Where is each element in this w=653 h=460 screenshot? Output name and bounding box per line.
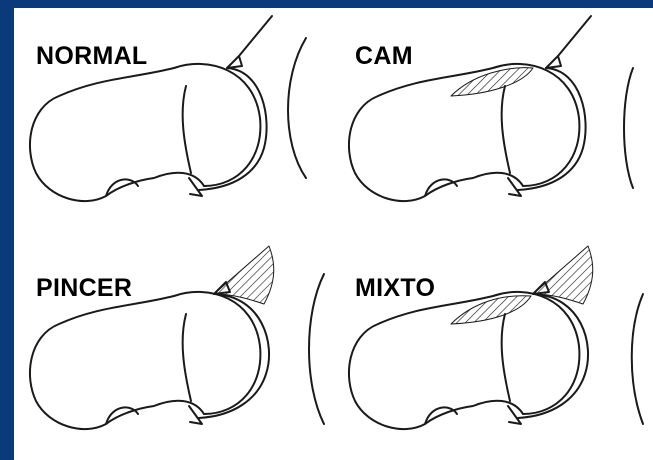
labrum-superior: [227, 56, 242, 68]
figure-canvas: NORMAL CAM: [14, 8, 653, 460]
acetabulum-rim: [518, 68, 586, 190]
acetabulum-rim: [518, 294, 588, 418]
hip-joint-mixto-drawing: [333, 234, 653, 460]
panel-pincer: PINCER: [14, 234, 334, 460]
hip-joint-pincer-drawing: [14, 234, 334, 460]
acetabulum-rim: [199, 68, 267, 190]
pelvis-curve: [288, 38, 306, 178]
physis-line: [502, 314, 510, 401]
femoral-head: [174, 64, 260, 186]
femoral-head: [174, 292, 260, 414]
acetabulum-line: [239, 16, 272, 56]
cam-bump-hatch: [451, 296, 531, 324]
pelvis-curve: [309, 274, 324, 424]
pelvis-curve: [632, 294, 643, 424]
acetabulum-line: [558, 16, 591, 56]
pelvis-curve: [624, 68, 633, 188]
panel-normal: NORMAL: [14, 8, 334, 234]
labrum-superior: [546, 56, 561, 68]
physis-line: [183, 86, 191, 173]
acetabulum-rim: [199, 294, 269, 418]
panel-label: NORMAL: [36, 42, 148, 71]
physis-line: [183, 314, 191, 401]
cam-bump-hatch: [451, 68, 533, 96]
panel-label: CAM: [355, 42, 413, 71]
panel-cam: CAM: [333, 8, 653, 234]
physis-line: [502, 86, 510, 173]
panel-label: PINCER: [36, 274, 132, 303]
panel-mixto: MIXTO: [333, 234, 653, 460]
panel-label: MIXTO: [355, 274, 435, 303]
